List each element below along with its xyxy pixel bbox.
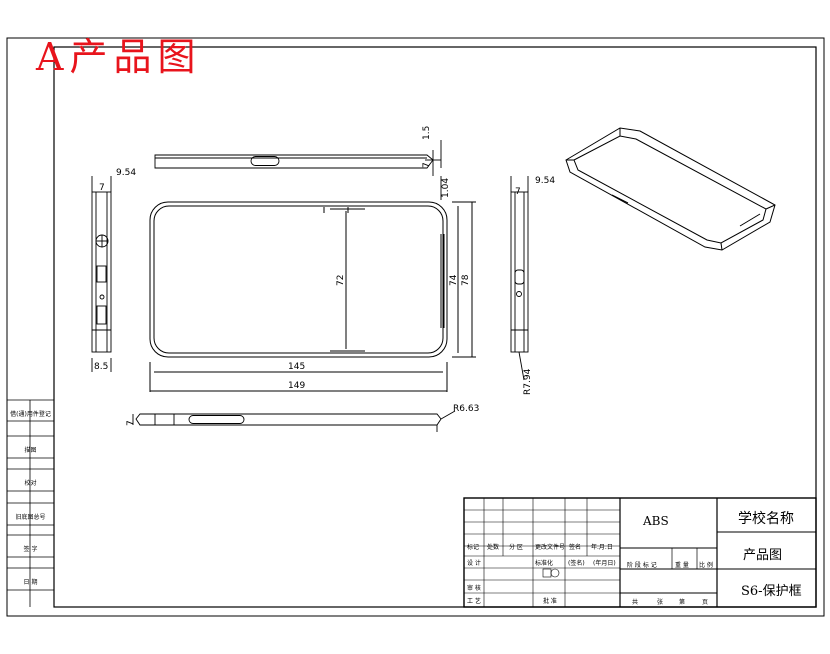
tb-sign: 签名 bbox=[569, 544, 582, 551]
dim-1-5: 1.5 bbox=[422, 125, 432, 140]
inner-frame bbox=[53, 46, 817, 608]
part-name: S6-保护框 bbox=[741, 584, 802, 599]
outer-frame bbox=[6, 37, 825, 617]
tb-change-doc: 更改文件号 bbox=[535, 544, 566, 551]
tb-review: 审 核 bbox=[467, 585, 481, 592]
tb-stage: 阶 段 标 记 bbox=[627, 562, 657, 569]
tb-no: 第 bbox=[679, 599, 686, 606]
dim-width-149: 149 bbox=[288, 381, 306, 391]
side-label-old-number: 旧底图总号 bbox=[15, 514, 46, 521]
tb-count: 处数 bbox=[487, 544, 500, 551]
tb-standard: 标准化 bbox=[535, 560, 554, 567]
dim-height-74: 74 bbox=[449, 274, 459, 286]
right-end-view bbox=[510, 176, 529, 381]
drawing-type: 产品图 bbox=[743, 548, 783, 563]
bottom-side-view bbox=[132, 410, 456, 432]
tb-zone: 分 区 bbox=[509, 544, 523, 551]
side-label-reuse: 借(通)用件登记 bbox=[10, 411, 51, 418]
dim-right-7: 7 bbox=[515, 187, 521, 197]
page-title: A产品图 bbox=[36, 35, 202, 79]
dim-height-72: 72 bbox=[336, 274, 346, 286]
tb-process: 工 艺 bbox=[467, 598, 481, 605]
tb-sheets: 张 bbox=[657, 599, 664, 606]
tb-scale: 比 例 bbox=[699, 562, 713, 569]
tb-total: 共 bbox=[632, 599, 639, 606]
tb-date-paren: (年月日) bbox=[593, 560, 616, 567]
tb-approve: 批 准 bbox=[543, 598, 557, 605]
side-label-sign: 签 字 bbox=[23, 546, 38, 553]
side-label-trace: 描图 bbox=[24, 447, 37, 454]
dim-bottom-7: 7 bbox=[126, 420, 136, 426]
school-name: 学校名称 bbox=[738, 511, 794, 527]
dim-r-6-63: R6.63 bbox=[453, 404, 480, 414]
dim-left-8-5: 8.5 bbox=[94, 362, 109, 372]
left-end-view bbox=[91, 176, 112, 372]
front-view bbox=[149, 201, 476, 392]
side-label-date: 日 期 bbox=[23, 579, 38, 586]
iso-view bbox=[565, 127, 776, 251]
tb-date: 年.月.日 bbox=[591, 544, 613, 551]
dim-1-04: 1.04 bbox=[441, 177, 451, 198]
top-side-view bbox=[154, 140, 442, 200]
dim-top-7: 7 bbox=[422, 162, 432, 168]
tb-page: 页 bbox=[702, 599, 709, 606]
title-block bbox=[463, 497, 817, 608]
tb-weight: 重 量 bbox=[675, 562, 689, 569]
material-label: ABS bbox=[643, 514, 669, 528]
dim-right-9-54: 9.54 bbox=[535, 176, 556, 186]
dim-r-7-94: R7.94 bbox=[523, 368, 533, 395]
side-column bbox=[7, 399, 54, 607]
tb-mark: 标记 bbox=[467, 544, 480, 551]
tb-design: 设 计 bbox=[467, 560, 481, 567]
tb-sign-paren: (签名) bbox=[568, 560, 585, 567]
dim-left-9-54: 9.54 bbox=[116, 168, 137, 178]
dim-width-145: 145 bbox=[288, 362, 306, 372]
dim-left-7: 7 bbox=[99, 183, 105, 193]
side-label-check: 校对 bbox=[24, 480, 37, 487]
dim-height-78: 78 bbox=[461, 274, 471, 286]
